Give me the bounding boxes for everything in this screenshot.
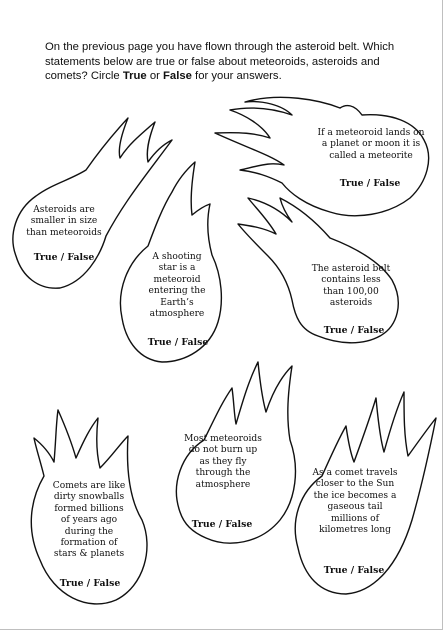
instructions-text: On the previous page you have flown thro… <box>45 41 395 82</box>
statement-asteroids-size: Asteroids are smaller in size than meteo… <box>26 205 102 238</box>
statement-burn-up: Most meteoroids do not burn up as they f… <box>184 434 262 490</box>
flame-outline-snowballs <box>30 409 148 605</box>
true-false-meteorite[interactable]: True / False <box>339 178 401 189</box>
statement-gaseous-tail: As a comet travels closer to the Sun the… <box>312 468 398 536</box>
statement-snowballs: Comets are like dirty snowballs formed b… <box>52 481 126 560</box>
true-false-asteroid-belt[interactable]: True / False <box>323 325 385 336</box>
true-false-burn-up[interactable]: True / False <box>191 519 253 530</box>
flame-outline-shooting-star <box>119 161 223 363</box>
true-false-gaseous-tail[interactable]: True / False <box>323 565 385 576</box>
flame-outline-burn-up <box>175 361 297 544</box>
instructions-paragraph: On the previous page you have flown thro… <box>45 40 415 84</box>
true-word: True <box>122 70 147 82</box>
flame-outline-asteroid-belt <box>237 197 399 344</box>
true-false-shooting-star[interactable]: True / False <box>147 337 209 348</box>
flame-outline-asteroids-size <box>12 117 173 289</box>
instructions-end: for your answers. <box>191 70 282 82</box>
true-false-asteroids-size[interactable]: True / False <box>33 252 95 263</box>
flame-outline-meteorite <box>214 96 430 217</box>
statement-asteroid-belt: The asteroid belt contains less than 100… <box>311 264 391 309</box>
false-word: False <box>163 70 192 82</box>
or-word: or <box>146 70 164 82</box>
flame-outline-gaseous-tail <box>294 391 437 595</box>
statement-meteorite: If a meteoroid lands on a planet or moon… <box>317 128 425 161</box>
statement-shooting-star: A shooting star is a meteoroid entering … <box>148 252 206 320</box>
true-false-snowballs[interactable]: True / False <box>59 578 121 589</box>
